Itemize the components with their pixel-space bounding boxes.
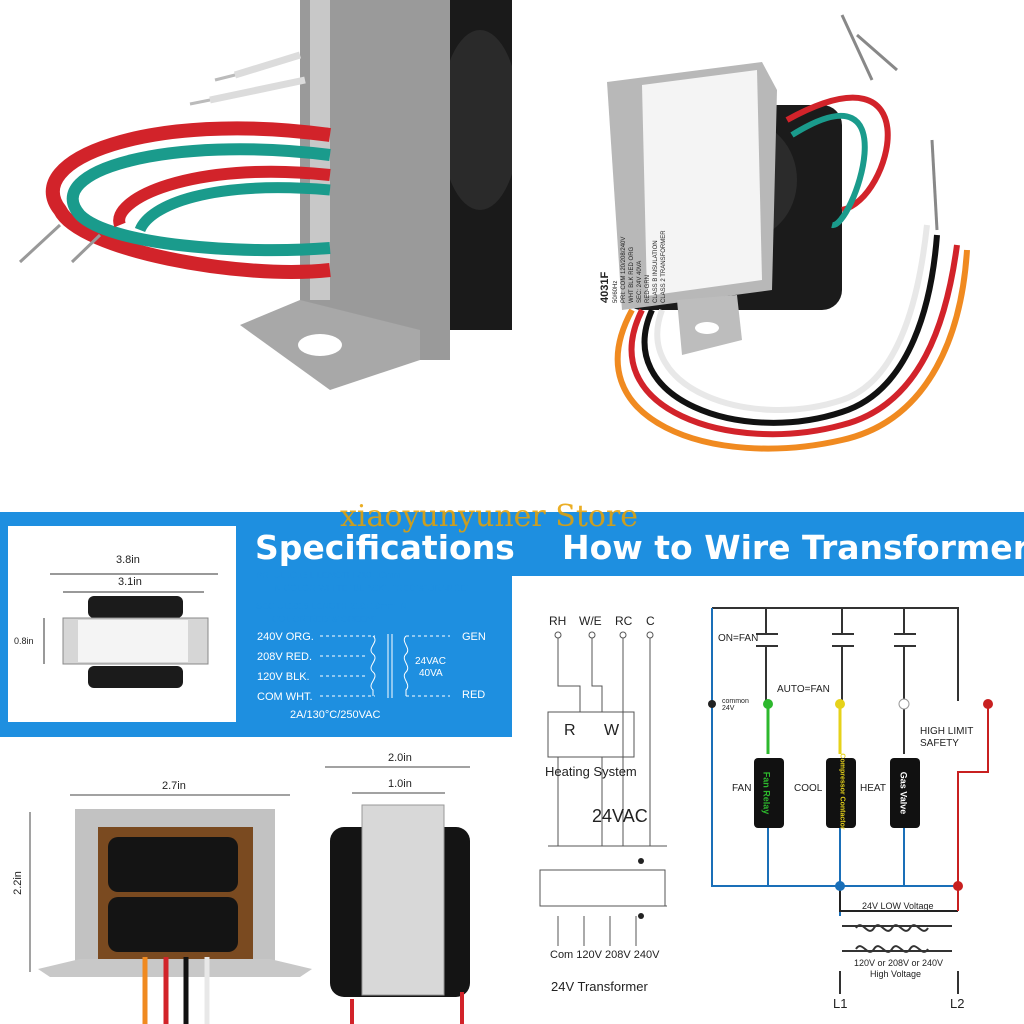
- spec-rating: 2A/130°C/250VAC: [290, 709, 381, 721]
- transformer-closeup-illustration: [18, 0, 512, 390]
- terminal-we: W/E: [579, 614, 602, 628]
- compressor-label: Compressor Contactor: [838, 753, 846, 830]
- label-line-3: WHT BLK RED ORG: [629, 246, 635, 303]
- dim-depth-body: 1.0in: [388, 778, 412, 790]
- tap-208v: 208V RED.: [257, 651, 313, 663]
- transformer-label-illustration: [607, 14, 970, 452]
- high-limit-label: HIGH LIMIT SAFETY: [920, 726, 974, 749]
- on-fan-label: ON=FAN: [718, 633, 759, 644]
- front-dimension-drawing: [43, 573, 218, 688]
- heat-label: HEAT: [860, 783, 886, 794]
- transformer-label: 24V Transformer: [551, 979, 648, 994]
- schematic-lines: [320, 634, 450, 698]
- terminal-rh: RH: [549, 614, 567, 628]
- label-line-5: RED-GRN: [645, 275, 651, 303]
- dimension-illustration: [29, 766, 470, 1024]
- wiring-diagram-drawing: [539, 607, 993, 994]
- photo-transformer-closeup: [0, 0, 512, 512]
- wiring-diagrams: RH W/E RC C R W Heating System 24VAC Com…: [512, 576, 1024, 1024]
- terminal-c: C: [646, 614, 655, 628]
- how-to-wire-heading: How to Wire Transformer: [562, 528, 1024, 567]
- dim-bottom-width: 2.7in: [162, 780, 186, 792]
- front-dimension-box: 3.8in 3.1in 0.8in: [8, 526, 236, 722]
- dim-bottom-height: 2.2in: [11, 871, 24, 895]
- secondary-voltage: 24VAC: [415, 656, 446, 667]
- label-line-6: CLASS B INSULATION: [653, 240, 659, 303]
- gas-valve-label: Gas Valve: [898, 771, 909, 815]
- photo-dimensions: 2.7in 2.2in 2.0in 1.0in: [0, 737, 512, 1024]
- l1-label: L1: [833, 996, 848, 1011]
- tap-com: COM WHT.: [257, 691, 313, 703]
- cool-label: COOL: [794, 783, 823, 794]
- spec-primary-colors: IN COLOR"WHITE "BL ACK", "RED"&"ORANGE".: [272, 583, 473, 593]
- high-voltage-label-1: 120V or 208V or 240V: [854, 958, 944, 968]
- heating-terminal-w: W: [604, 722, 620, 739]
- label-line-1: 50/60Hz: [613, 280, 619, 303]
- l2-label: L2: [950, 996, 965, 1011]
- secondary-va: 40VA: [419, 668, 443, 679]
- high-voltage-label-2: High Voltage: [870, 969, 922, 979]
- photo-transformer-label: 4031F 50/60Hz PRI: COM 120/208/240V WHT …: [512, 0, 1024, 512]
- secondary-gen: GEN: [462, 631, 486, 643]
- fan-label: FAN: [732, 783, 752, 794]
- wiring-header-band: [512, 512, 1024, 576]
- product-label: 4031F 50/60Hz PRI: COM 120/208/240V WHT …: [599, 203, 769, 303]
- secondary-red: RED: [462, 689, 486, 701]
- label-line-4: SEC: 24V 40VA: [637, 260, 643, 303]
- spec-secondary-colors: COL OR"RED"&"GREEN".: [272, 614, 379, 624]
- label-line-2: PRI: COM 120/208/240V: [621, 236, 627, 303]
- common-24v-label: common 24V: [722, 698, 749, 712]
- terminal-rc: RC: [615, 614, 633, 628]
- model-number: 4031F: [599, 271, 611, 303]
- label-line-7: CLASS 2 TRANSFORMER: [661, 230, 667, 303]
- auto-fan-label: AUTO=FAN: [777, 684, 830, 695]
- heating-terminal-r: R: [564, 722, 576, 739]
- specifications-heading: Specifications: [255, 528, 515, 567]
- spec-secondary: SEC:UL1015 LENGTH 210±10mm IN: [256, 601, 407, 611]
- dim-height: 0.8in: [14, 636, 34, 646]
- dim-width-body: 3.1in: [118, 576, 142, 588]
- tap-240v: 240V ORG.: [257, 631, 314, 643]
- tap-120v: 120V BLK.: [257, 671, 310, 683]
- dim-depth-overall: 2.0in: [388, 752, 412, 764]
- heating-system-label: Heating System: [545, 764, 637, 779]
- spec-primary: PRI:UL 1015 L.LENGTH 210±10mm: [256, 570, 402, 580]
- dim-width-overall: 3.8in: [116, 554, 140, 566]
- transformer-taps: Com 120V 208V 240V: [550, 949, 660, 961]
- vac-label: 24VAC: [592, 806, 648, 826]
- fan-relay-label: Fan Relay: [761, 771, 772, 815]
- low-voltage-label: 24V LOW Voltage: [862, 901, 934, 911]
- store-watermark: xiaoyunyuner Store: [340, 499, 639, 534]
